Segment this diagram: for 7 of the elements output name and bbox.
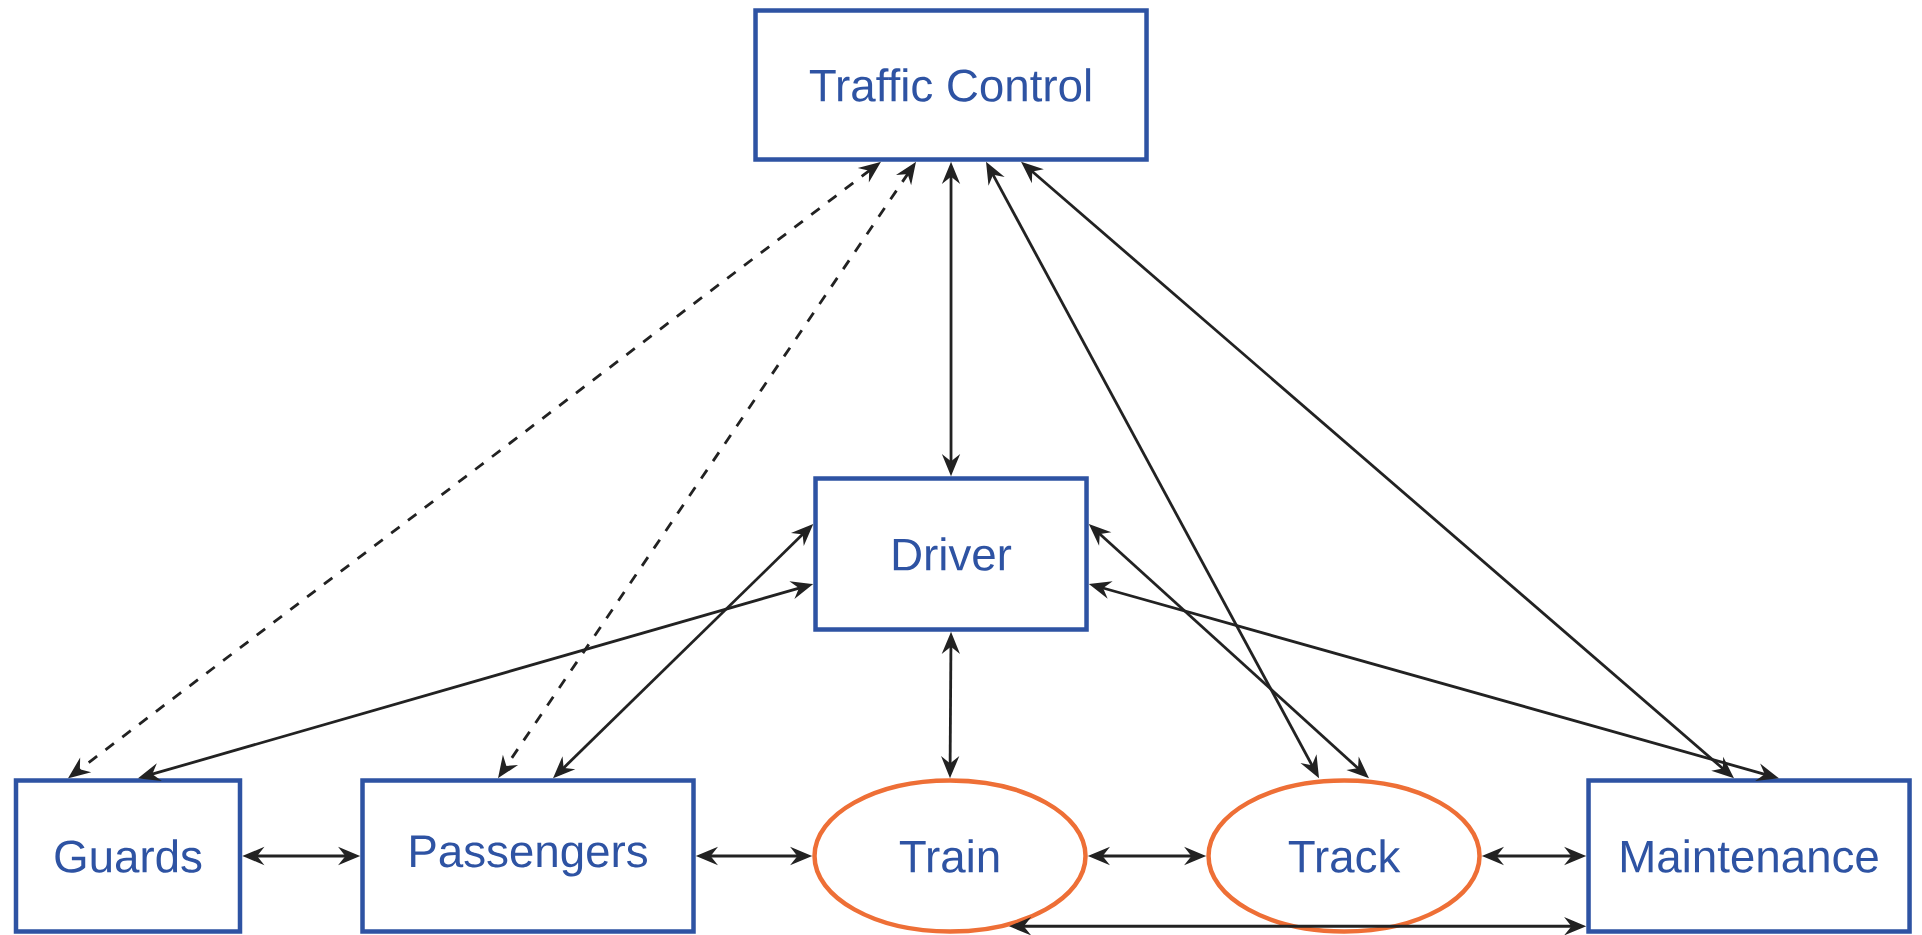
- process-box: Maintenance: [1586, 778, 1912, 934]
- process-box: Guards: [13, 778, 243, 934]
- process-box: Driver: [813, 476, 1089, 632]
- process-box: Traffic Control: [753, 8, 1149, 162]
- ellipse-node: Train: [812, 778, 1088, 934]
- process-box: Passengers: [360, 778, 696, 934]
- ellipse-node: Track: [1206, 778, 1482, 934]
